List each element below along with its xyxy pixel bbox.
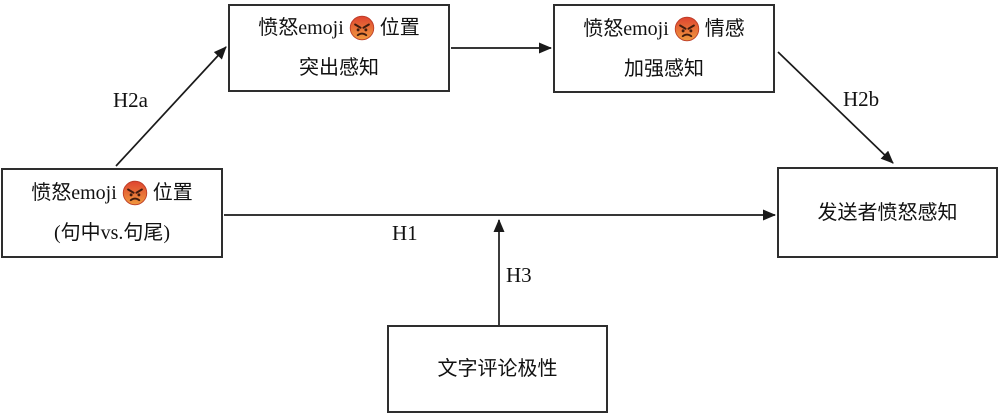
box-sender-anger-perception: 发送者愤怒感知: [777, 167, 998, 258]
box-text: 位置: [379, 17, 420, 39]
box-position-salience-line2: 突出感知: [299, 57, 379, 79]
path-label-h1: H1: [392, 221, 418, 245]
box-text: 愤怒emoji: [31, 182, 117, 204]
box-position-salience-line1: 愤怒emoji 位置: [257, 8, 421, 48]
box-position-salience-perception: 愤怒emoji 位置 突出感知: [228, 4, 450, 92]
box-text: 位置: [152, 182, 193, 204]
path-label-h2b: H2b: [843, 87, 880, 111]
box-anger-emoji-position-line2: (句中vs.句尾): [53, 222, 171, 244]
box-anger-emoji-position: 愤怒emoji 位置 (句中vs.句尾): [1, 168, 223, 258]
box-text: 愤怒emoji: [258, 17, 344, 39]
box-text: 情感: [704, 17, 745, 40]
box-text-polarity-label: 文字评论极性: [437, 358, 558, 380]
box-sender-anger-label: 发送者愤怒感知: [817, 201, 958, 224]
box-emotion-reinforcement-perception: 愤怒emoji 情感 加强感知: [553, 4, 775, 93]
angry-face-emoji-icon: [348, 15, 375, 41]
box-emotion-reinforcement-line1: 愤怒emoji 情感: [582, 9, 746, 49]
box-emotion-reinforcement-line2: 加强感知: [624, 57, 704, 80]
box-anger-emoji-position-line1: 愤怒emoji 位置: [30, 173, 194, 213]
path-label-h3: H3: [506, 263, 532, 287]
path-label-h2a: H2a: [113, 88, 148, 112]
angry-face-emoji-icon: [673, 15, 700, 42]
box-text-comment-polarity: 文字评论极性: [387, 325, 608, 413]
angry-face-emoji-icon: [121, 180, 148, 206]
box-text: 愤怒emoji: [583, 17, 669, 40]
